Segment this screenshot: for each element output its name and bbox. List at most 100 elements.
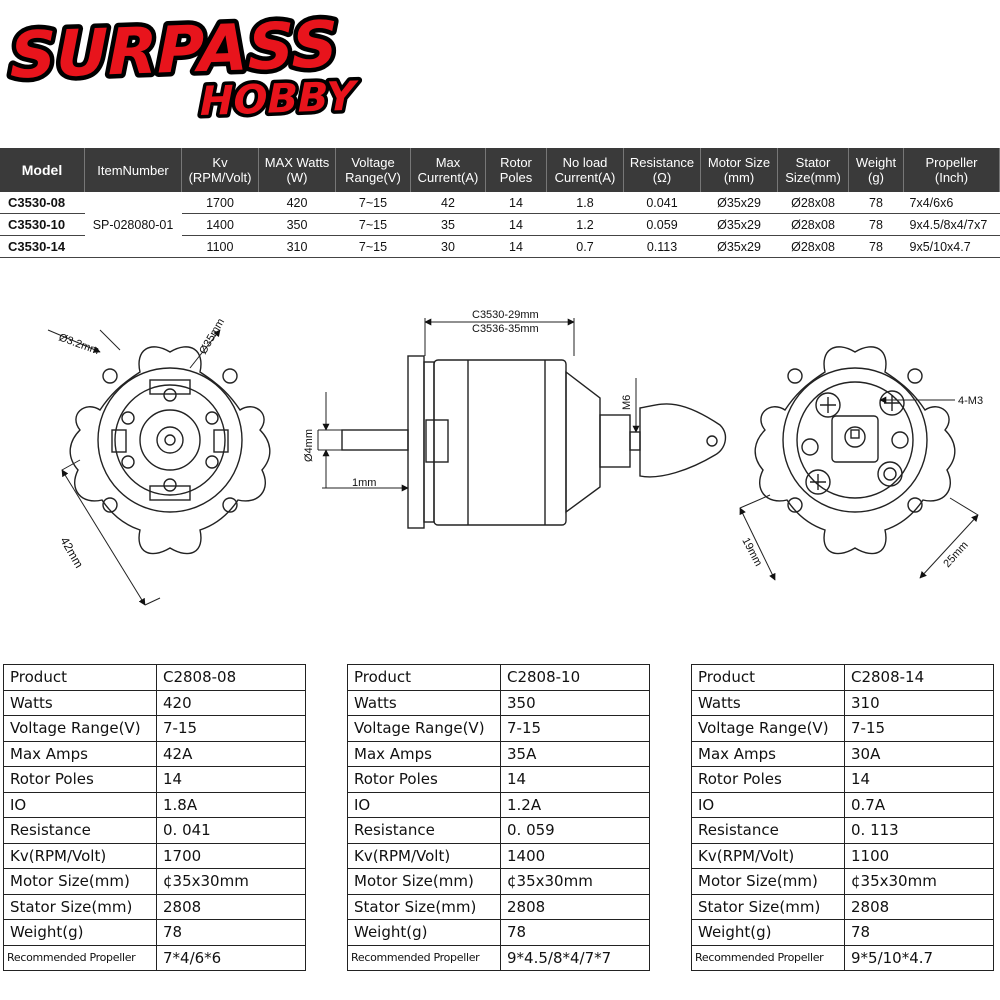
spec-cell-propeller: 9x5/10x4.7 bbox=[903, 235, 1000, 258]
table-row: Weight(g)78 bbox=[347, 919, 650, 946]
dim-front-diameter: Ø35mm bbox=[197, 317, 227, 357]
spec-header-watts: MAX Watts(W) bbox=[258, 148, 336, 192]
value-cell: 420 bbox=[156, 689, 306, 716]
spec-header-model: Model bbox=[0, 148, 85, 192]
spec-cell-model: C3530-10 bbox=[0, 213, 85, 236]
value-cell: C2808-10 bbox=[500, 664, 650, 691]
dim-offset: 1mm bbox=[352, 477, 376, 489]
table-row: C3530-14 1100 310 7~15 30 14 0.7 0.113 Ø… bbox=[0, 235, 1000, 258]
key-cell: Recommended Propeller bbox=[691, 944, 845, 971]
value-cell: 1400 bbox=[500, 842, 650, 869]
table-row: Stator Size(mm)2808 bbox=[347, 893, 650, 920]
spec-cell: 7~15 bbox=[335, 192, 411, 214]
spec-cell: 35 bbox=[410, 213, 486, 236]
dim-span-19: 19mm bbox=[739, 536, 764, 569]
value-cell: 0. 041 bbox=[156, 817, 306, 844]
value-cell: 1.2A bbox=[500, 791, 650, 818]
key-cell: Recommended Propeller bbox=[347, 944, 501, 971]
value-cell: C2808-08 bbox=[156, 664, 306, 691]
key-cell: Stator Size(mm) bbox=[3, 893, 157, 920]
key-cell: Recommended Propeller bbox=[3, 944, 157, 971]
value-cell: 1.8A bbox=[156, 791, 306, 818]
table-row: C3530-10 1400 350 7~15 35 14 1.2 0.059 Ø… bbox=[0, 213, 1000, 236]
value-cell: 7-15 bbox=[500, 715, 650, 742]
spec-cell: 14 bbox=[485, 235, 547, 258]
spec-cell: Ø35x29 bbox=[700, 192, 778, 214]
key-cell: Weight(g) bbox=[347, 919, 501, 946]
value-cell: 14 bbox=[500, 766, 650, 793]
logo-line2-outline: HOBBY bbox=[200, 73, 359, 125]
value-cell: ¢35x30mm bbox=[156, 868, 306, 895]
value-cell: 2808 bbox=[156, 893, 306, 920]
table-row: Weight(g)78 bbox=[691, 919, 994, 946]
spec-cell: 1100 bbox=[181, 235, 259, 258]
dim-hole: Ø3.2mm bbox=[57, 332, 101, 358]
key-cell: Max Amps bbox=[347, 740, 501, 767]
dim-length-29: C3530-29mm bbox=[472, 309, 539, 321]
value-cell: 1100 bbox=[844, 842, 994, 869]
spec-cell: 1.8 bbox=[546, 192, 624, 214]
value-cell: 2808 bbox=[844, 893, 994, 920]
key-cell: Rotor Poles bbox=[3, 766, 157, 793]
key-cell: Resistance bbox=[691, 817, 845, 844]
value-cell: 0. 059 bbox=[500, 817, 650, 844]
spec-cell: 7~15 bbox=[335, 235, 411, 258]
brand-logo: SURPASS SURPASS HOBBY HOBBY bbox=[6, 4, 363, 129]
spec-cell: 1400 bbox=[181, 213, 259, 236]
spec-header-weight: Weight(g) bbox=[848, 148, 904, 192]
key-cell: Stator Size(mm) bbox=[691, 893, 845, 920]
spec-cell: 7~15 bbox=[335, 213, 411, 236]
table-row: Kv(RPM/Volt)1100 bbox=[691, 842, 994, 869]
key-cell: Stator Size(mm) bbox=[347, 893, 501, 920]
value-cell: 78 bbox=[500, 919, 650, 946]
spec-header-motor-size: Motor Size(mm) bbox=[700, 148, 778, 192]
value-cell: 7-15 bbox=[156, 715, 306, 742]
spec-cell: 350 bbox=[258, 213, 336, 236]
key-cell: Rotor Poles bbox=[691, 766, 845, 793]
dim-thread: M6 bbox=[621, 395, 633, 410]
spec-cell: Ø35x29 bbox=[700, 235, 778, 258]
spec-cell: 78 bbox=[848, 235, 904, 258]
spec-cell: 420 bbox=[258, 192, 336, 214]
key-cell: IO bbox=[3, 791, 157, 818]
spec-cell: 42 bbox=[410, 192, 486, 214]
table-row: Kv(RPM/Volt)1400 bbox=[347, 842, 650, 869]
table-row: C3530-08 SP-028080-01 1700 420 7~15 42 1… bbox=[0, 192, 1000, 258]
key-cell: Kv(RPM/Volt) bbox=[347, 842, 501, 869]
spec-header-item: ItemNumber bbox=[84, 148, 182, 192]
table-row: Voltage Range(V)7-15 bbox=[691, 715, 994, 742]
key-cell: Weight(g) bbox=[691, 919, 845, 946]
spec-table: Model ItemNumber Kv(RPM/Volt) MAX Watts(… bbox=[0, 148, 1000, 258]
dim-shaft: Ø4mm bbox=[303, 429, 315, 462]
key-cell: Voltage Range(V) bbox=[3, 715, 157, 742]
value-cell: 9*4.5/8*4/7*7 bbox=[500, 944, 650, 971]
spec-cell: 0.7 bbox=[546, 235, 624, 258]
spec-header-row: Model ItemNumber Kv(RPM/Volt) MAX Watts(… bbox=[0, 148, 1000, 192]
spec-cell: 1700 bbox=[181, 192, 259, 214]
table-row: Voltage Range(V)7-15 bbox=[347, 715, 650, 742]
table-row: Voltage Range(V)7-15 bbox=[3, 715, 306, 742]
value-cell: 9*5/10*4.7 bbox=[844, 944, 994, 971]
spec-cell-item-number: SP-028080-01 bbox=[84, 192, 182, 258]
value-cell: 7*4/6*6 bbox=[156, 944, 306, 971]
key-cell: Resistance bbox=[3, 817, 157, 844]
value-cell: 0. 113 bbox=[844, 817, 994, 844]
value-cell: C2808-14 bbox=[844, 664, 994, 691]
spec-header-resistance: Resistance(Ω) bbox=[623, 148, 701, 192]
spec-cell: 78 bbox=[848, 213, 904, 236]
